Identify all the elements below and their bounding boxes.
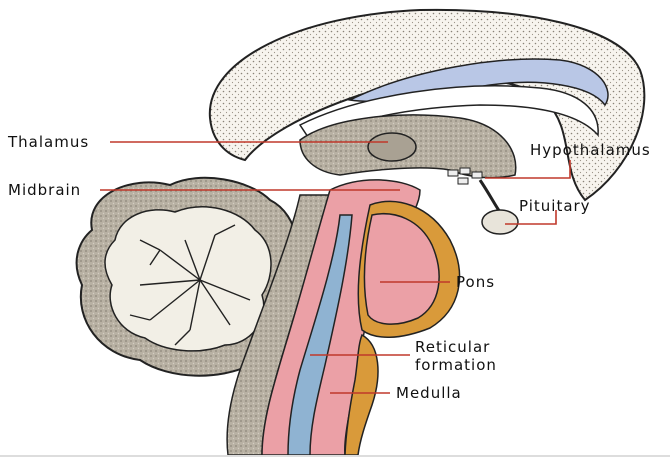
thalamus-nucleus [368, 133, 416, 161]
pituitary-label: Pituitary [519, 197, 591, 215]
pituitary-gland [482, 210, 518, 234]
thalamus-label: Thalamus [7, 133, 89, 151]
medulla-label: Medulla [396, 384, 462, 402]
midbrain-label: Midbrain [8, 181, 81, 199]
pituitary-stalk [480, 180, 500, 212]
hypothalamus-label: Hypothalamus [530, 141, 651, 159]
pons-label: Pons [456, 273, 495, 291]
reticular-formation-label-line1: Reticular [415, 338, 490, 356]
cerebellum-white-matter [105, 207, 271, 351]
reticular-formation-label-line2: formation [415, 356, 497, 374]
